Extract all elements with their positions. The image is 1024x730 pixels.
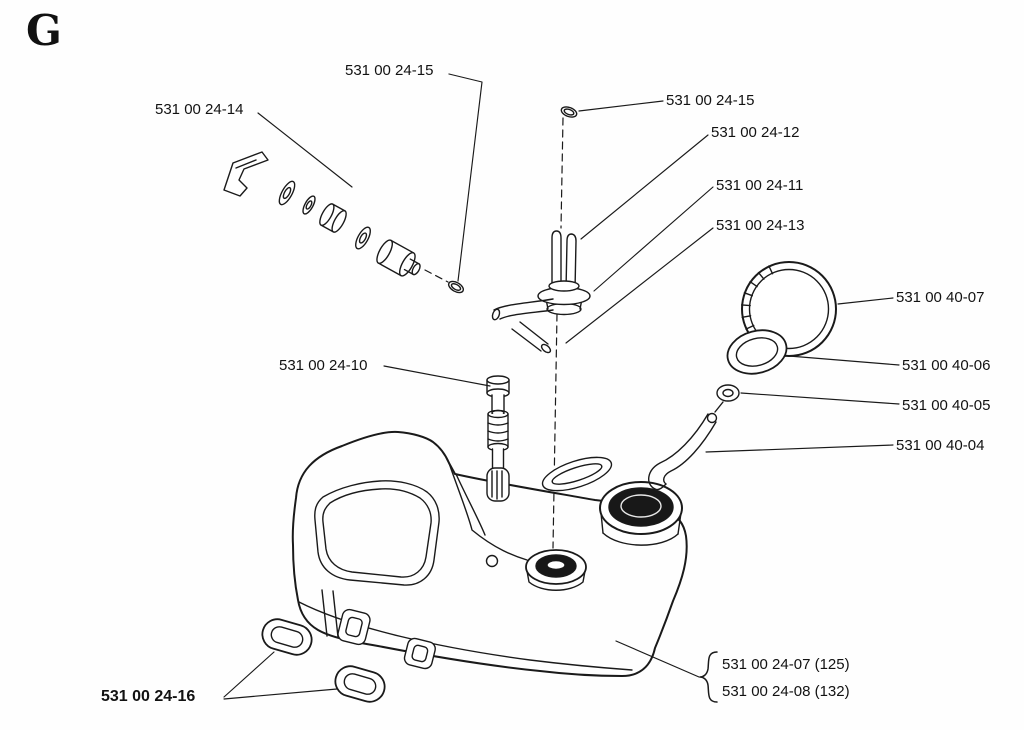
part-label-40-04: 531 00 40-04 bbox=[896, 437, 985, 454]
part-label-40-05: 531 00 40-05 bbox=[902, 397, 991, 414]
tank-grommet bbox=[332, 663, 388, 706]
part-label-24-16: 531 00 24-16 bbox=[101, 688, 196, 705]
tank-vent-hole bbox=[487, 556, 498, 567]
fuel-pickup bbox=[487, 376, 509, 501]
cap-washer bbox=[717, 385, 739, 401]
pipe-grommet bbox=[538, 281, 590, 315]
pipe-clip-upper bbox=[560, 105, 578, 119]
part-label-24-07-125: 531 00 24-07 (125) bbox=[722, 656, 850, 673]
part-label-24-15-upper: 531 00 24-15 bbox=[345, 62, 434, 79]
center-axis-line bbox=[425, 118, 563, 548]
leader-lines bbox=[224, 74, 899, 699]
tank-mounting-lug bbox=[337, 608, 372, 646]
section-letter: G bbox=[26, 6, 63, 55]
part-label-24-13: 531 00 24-13 bbox=[716, 217, 805, 234]
part-label-24-10: 531 00 24-10 bbox=[279, 357, 368, 374]
variant-brace bbox=[700, 652, 717, 702]
gasket-ring bbox=[539, 451, 616, 498]
tank-opening-small bbox=[526, 550, 586, 590]
part-label-24-12: 531 00 24-12 bbox=[711, 124, 800, 141]
tank-grommet bbox=[259, 616, 315, 659]
part-label-24-14: 531 00 24-14 bbox=[155, 101, 244, 118]
part-label-24-08-132: 531 00 24-08 (132) bbox=[722, 683, 850, 700]
fuel-filter-body bbox=[374, 238, 425, 282]
part-label-40-06: 531 00 40-06 bbox=[902, 357, 991, 374]
cap-retainer bbox=[649, 402, 723, 490]
cap-ring bbox=[723, 324, 792, 380]
fuel-hose bbox=[491, 299, 553, 354]
pipe-clip-upper-hole bbox=[563, 108, 574, 116]
part-label-40-07: 531 00 40-07 bbox=[896, 289, 985, 306]
filter-bracket bbox=[224, 152, 268, 196]
part-label-24-15-right: 531 00 24-15 bbox=[666, 92, 755, 109]
part-label-24-11: 531 00 24-11 bbox=[716, 177, 804, 194]
tank-handle-cutout bbox=[315, 481, 439, 585]
fuel-pipes bbox=[552, 231, 576, 290]
fuel-tank-body bbox=[293, 432, 687, 676]
tank-mounting-lug bbox=[403, 637, 437, 670]
filter-assembly bbox=[224, 152, 465, 295]
tank-opening-large bbox=[600, 482, 682, 545]
pipe-clip-lower bbox=[447, 279, 465, 295]
